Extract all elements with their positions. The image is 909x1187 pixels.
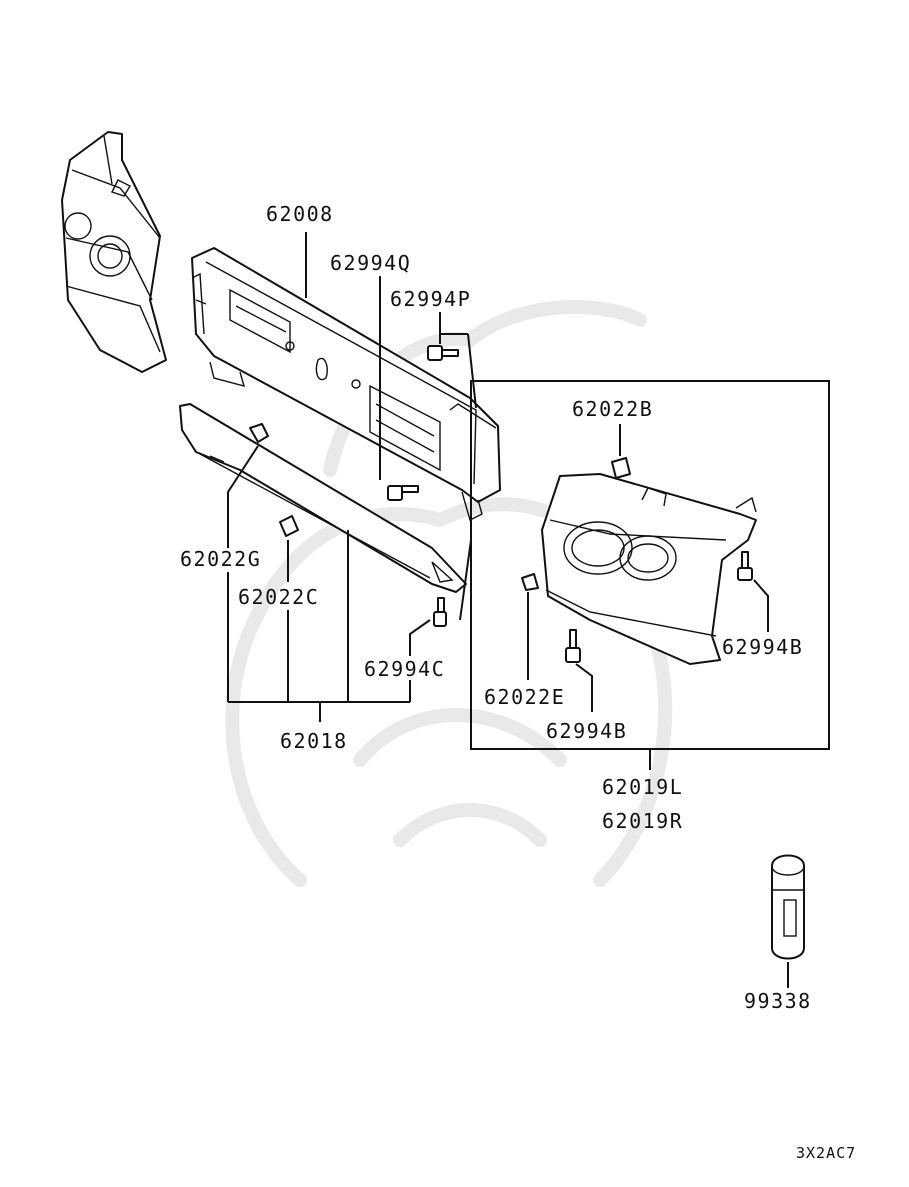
label-62994B-bottom: 62994B xyxy=(546,719,627,743)
clip-62022C-icon xyxy=(279,515,299,537)
corner-panel-62019-illustration xyxy=(541,473,757,665)
label-62994B-right: 62994B xyxy=(722,635,803,659)
grille-panel-62008-illustration xyxy=(191,247,501,522)
label-62994Q: 62994Q xyxy=(330,251,411,275)
label-62019R: 62019R xyxy=(602,809,683,833)
label-62994C: 62994C xyxy=(364,657,445,681)
label-62022E: 62022E xyxy=(484,685,565,709)
label-62022B: 62022B xyxy=(572,397,653,421)
diagram-code: 3X2AC7 xyxy=(796,1144,856,1162)
clip-62022G-icon xyxy=(249,423,269,443)
label-62018: 62018 xyxy=(280,729,348,753)
label-62008: 62008 xyxy=(266,202,334,226)
part-labels: 62008 62994Q 62994P 62022G 62022C 62994C… xyxy=(180,202,856,1162)
bolt-62994Q-icon xyxy=(387,485,419,501)
label-62994P: 62994P xyxy=(390,287,471,311)
bolt-62994B-bottom-icon xyxy=(565,629,581,663)
clip-62022E-icon xyxy=(521,573,539,591)
clip-62022B-icon xyxy=(611,457,631,479)
label-62019L: 62019L xyxy=(602,775,683,799)
touch-up-paint-99338-illustration xyxy=(771,854,805,960)
label-62022G: 62022G xyxy=(180,547,261,571)
front-end-assembly-illustration xyxy=(61,131,167,373)
leader-lines xyxy=(227,232,830,988)
label-62022C: 62022C xyxy=(238,585,319,609)
bolt-62994P-icon xyxy=(427,345,459,361)
label-99338: 99338 xyxy=(744,989,812,1013)
bolt-62994B-right-icon xyxy=(737,551,753,581)
bolt-62994C-icon xyxy=(433,597,447,627)
